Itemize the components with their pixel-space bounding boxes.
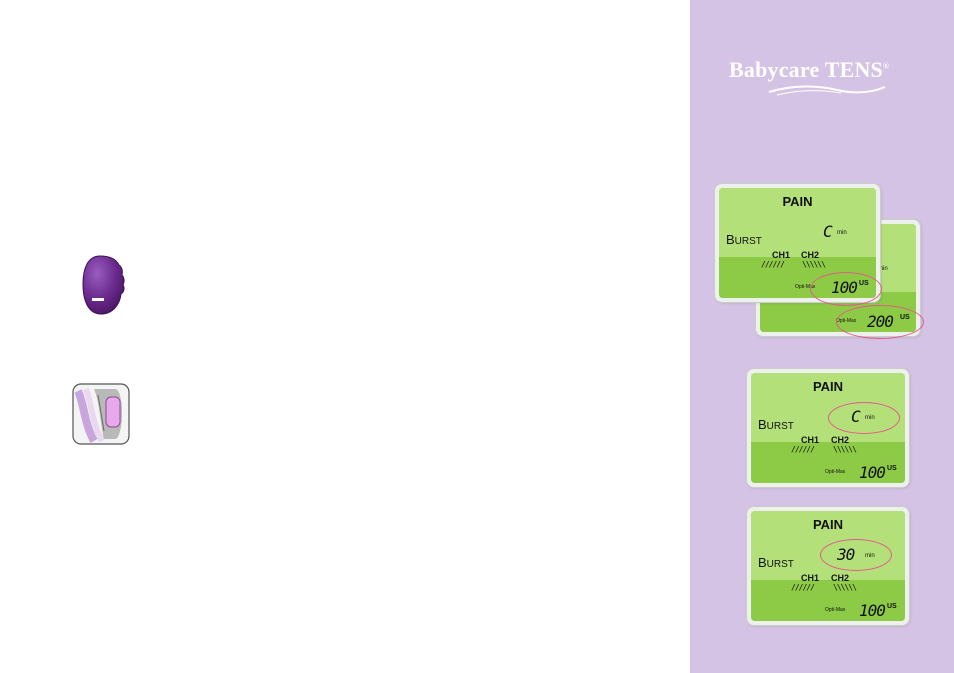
mode-label: BURST bbox=[726, 232, 762, 247]
minus-button-icon bbox=[82, 254, 126, 321]
display-title: PAIN bbox=[782, 194, 813, 209]
channel-2-bars: \\\\\\ bbox=[833, 445, 857, 454]
belt-clip-icon bbox=[72, 383, 130, 445]
pulse-unit: US bbox=[887, 465, 897, 472]
channel-2-label: CH2 bbox=[831, 435, 850, 445]
optimax-label: Opti-Max bbox=[825, 607, 846, 613]
channel-2-label: CH2 bbox=[801, 250, 820, 260]
brand-mark: ® bbox=[882, 61, 890, 71]
time-unit: min bbox=[837, 230, 847, 236]
channel-1-bars: ////// bbox=[761, 260, 785, 269]
optimax-label: Opti-Max bbox=[825, 469, 846, 475]
highlight-ring bbox=[828, 402, 900, 434]
channel-2-bars: \\\\\\ bbox=[833, 583, 857, 592]
display-title: PAIN bbox=[812, 517, 844, 532]
wave-icon bbox=[768, 85, 886, 96]
channel-2-label: CH2 bbox=[831, 573, 850, 583]
pulse-value: 100 bbox=[859, 463, 886, 482]
channel-2-bars: \\\\\\ bbox=[802, 260, 826, 269]
time-unit: min bbox=[878, 266, 888, 272]
channel-1-label: CH1 bbox=[801, 573, 820, 583]
channel-1-label: CH1 bbox=[772, 250, 791, 260]
highlight-ring bbox=[810, 272, 882, 306]
channel-1-label: CH1 bbox=[801, 435, 820, 445]
optimax-label: Opti-Max bbox=[795, 284, 816, 290]
lcd-display-bottom: PAIN BURST 30 min CH1 CH2 ////// \\\\\\ … bbox=[747, 507, 909, 625]
brand-name: Babycare TENS bbox=[729, 57, 883, 82]
time-value: C bbox=[823, 222, 833, 241]
highlight-ring bbox=[836, 305, 924, 339]
display-title: PAIN bbox=[812, 379, 844, 394]
mode-label: BURST bbox=[758, 417, 794, 432]
mode-label: BURST bbox=[758, 555, 794, 570]
channel-1-bars: ////// bbox=[791, 445, 815, 454]
pulse-value: 100 bbox=[859, 601, 886, 620]
highlight-ring bbox=[820, 539, 892, 571]
brand-logo: Babycare TENS® bbox=[729, 55, 919, 100]
channel-1-bars: ////// bbox=[791, 583, 815, 592]
pulse-unit: US bbox=[887, 603, 897, 610]
